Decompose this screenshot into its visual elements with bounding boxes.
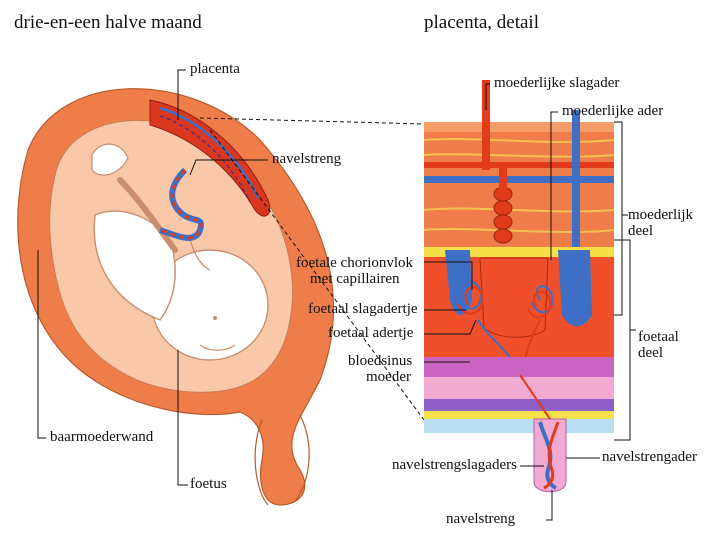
uterus-illustration bbox=[17, 88, 425, 506]
label-foetaal-deel-2: deel bbox=[638, 345, 663, 361]
label-navelstrengslagaders: navelstrengslagaders bbox=[392, 457, 517, 473]
label-moederlijke-ader: moederlijke ader bbox=[562, 103, 664, 119]
label-foetale-chorionvlok-2: met capillairen bbox=[310, 271, 400, 287]
fetus bbox=[91, 143, 269, 361]
label-moederlijk-deel-1: moederlijk bbox=[628, 207, 693, 223]
placenta-detail bbox=[423, 80, 615, 493]
title-right: placenta, detail bbox=[424, 12, 539, 33]
label-navelstrengader: navelstrengader bbox=[602, 449, 697, 465]
right-leaders bbox=[424, 83, 600, 521]
label-bloedsinus-1: bloedsinus bbox=[348, 353, 413, 369]
label-foetaal-deel-1: foetaal bbox=[638, 329, 679, 345]
brackets bbox=[614, 121, 636, 441]
label-bloedsinus-2: moeder bbox=[366, 369, 411, 385]
left-leaders bbox=[37, 69, 268, 486]
label-moederlijke-slagader: moederlijke slagader bbox=[494, 75, 620, 91]
title-left: drie-en-een halve maand bbox=[14, 12, 202, 33]
umbilical-cord-left bbox=[159, 167, 205, 241]
label-baarmoederwand: baarmoederwand bbox=[50, 429, 154, 445]
label-navelstreng-left: navelstreng bbox=[272, 151, 342, 167]
label-navelstreng-bottom: navelstreng bbox=[446, 511, 516, 527]
label-foetus: foetus bbox=[190, 476, 227, 492]
label-placenta: placenta bbox=[190, 61, 240, 77]
label-foetaal-slagadertje: foetaal slagadertje bbox=[308, 301, 418, 317]
label-moederlijk-deel-2: deel bbox=[628, 223, 653, 239]
label-foetale-chorionvlok-1: foetale chorionvlok bbox=[296, 255, 414, 271]
placenta-left bbox=[149, 99, 271, 217]
label-foetaal-adertje: foetaal adertje bbox=[328, 325, 414, 341]
